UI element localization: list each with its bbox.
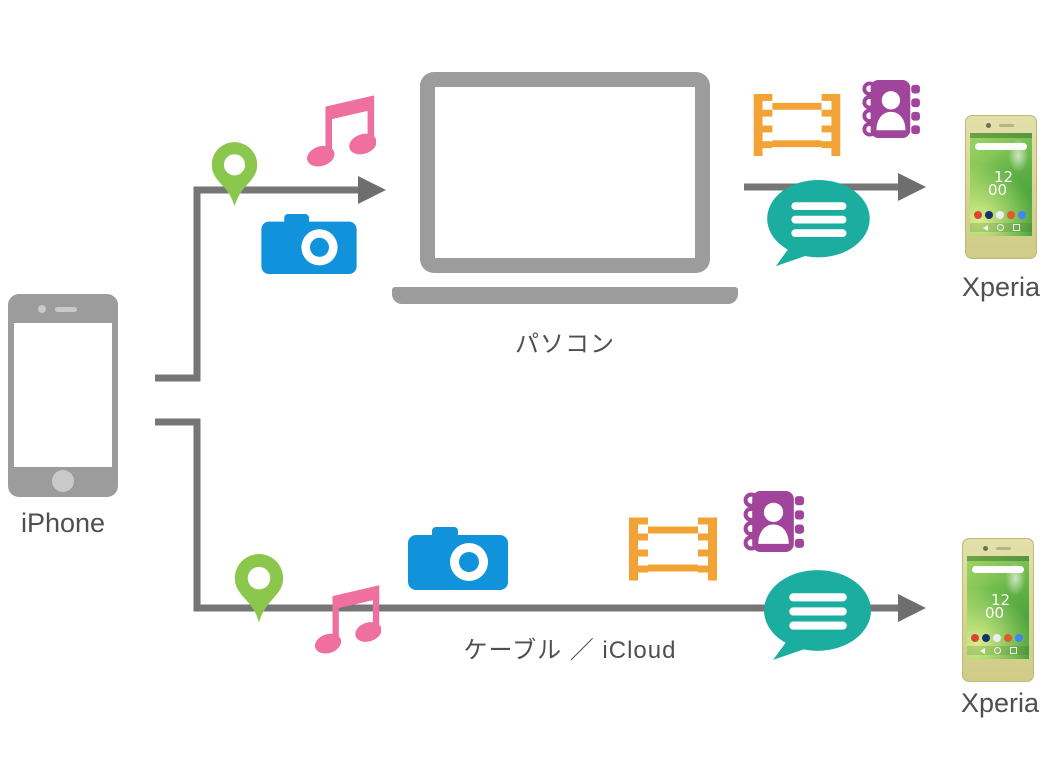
laptop-base — [392, 287, 738, 304]
location-pin-icon — [211, 138, 258, 212]
camera-icon — [261, 214, 357, 274]
xperia-status-bar — [970, 133, 1032, 138]
xperia-label-bottom: Xperia — [960, 688, 1040, 718]
top-branch-line — [155, 186, 360, 382]
address-book-icon — [857, 80, 921, 138]
laptop-illustration — [420, 72, 710, 273]
iphone-camera-dot — [38, 305, 46, 313]
xperia-search-bar — [975, 143, 1027, 150]
cable-icloud-label: ケーブル ／ iCloud — [463, 637, 677, 664]
film-video-icon — [629, 517, 717, 581]
message-bubble-icon — [761, 179, 872, 268]
xperia-nav-bar — [970, 223, 1032, 232]
xperia-app-icons — [971, 634, 1023, 642]
music-note-icon — [311, 580, 381, 657]
xperia-status-bar — [967, 556, 1029, 561]
film-video-icon — [753, 94, 841, 156]
bottom-branch-line — [155, 418, 900, 612]
xperia-app-icons — [974, 211, 1026, 219]
iphone-label: iPhone — [20, 508, 106, 538]
pc-to-xperia-arrowhead — [898, 173, 926, 201]
xperia-speaker — [999, 124, 1014, 127]
xperia-nav-bar — [967, 646, 1029, 655]
top-branch-arrowhead — [358, 176, 386, 204]
xperia-camera-dot — [986, 123, 991, 128]
xperia-label-top: Xperia — [961, 272, 1041, 302]
location-pin-icon — [234, 548, 284, 630]
iphone-screen — [14, 323, 112, 467]
xperia-camera-dot — [983, 546, 988, 551]
address-book-icon — [739, 491, 804, 552]
xperia-speaker — [996, 547, 1011, 550]
message-bubble-icon — [759, 568, 872, 663]
music-note-icon — [303, 92, 376, 168]
camera-icon — [408, 527, 508, 590]
bottom-branch-arrowhead — [898, 594, 926, 622]
iphone-speaker — [55, 307, 77, 312]
iphone-illustration — [8, 294, 118, 497]
pc-label: パソコン — [515, 331, 615, 358]
xperia-search-bar — [972, 566, 1024, 573]
iphone-home-button — [52, 470, 74, 492]
